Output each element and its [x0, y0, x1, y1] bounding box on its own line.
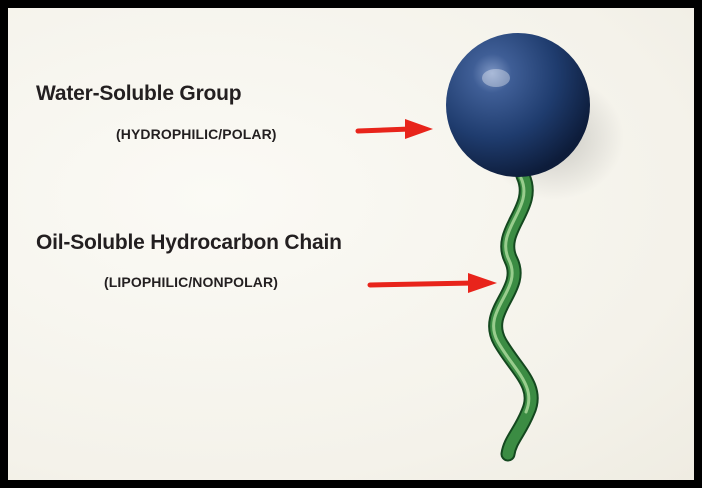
head-highlight — [482, 69, 510, 87]
hydrophilic-head — [446, 33, 590, 177]
arrow-to-tail — [370, 273, 497, 293]
hydrocarbon-tail — [494, 176, 532, 454]
hydrophilic-title: Water-Soluble Group — [36, 82, 241, 106]
lipophilic-title: Oil-Soluble Hydrocarbon Chain — [36, 231, 342, 255]
arrow-to-head — [358, 119, 433, 139]
hydrophilic-subtitle: (HYDROPHILIC/POLAR) — [116, 126, 277, 142]
lipophilic-subtitle: (LIPOPHILIC/NONPOLAR) — [104, 274, 278, 290]
